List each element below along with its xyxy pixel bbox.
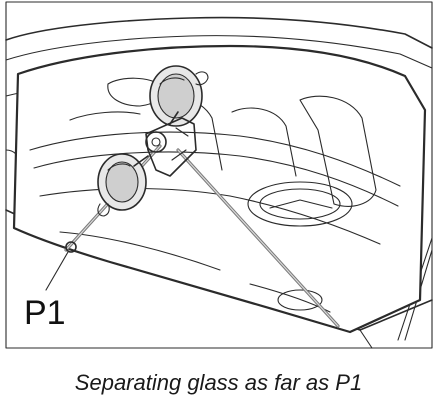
- illustration-frame: [5, 1, 433, 349]
- vehicle-interior: [29, 77, 401, 313]
- windshield-glass: [12, 44, 427, 334]
- point-p1-marker: P1: [24, 241, 77, 332]
- winder-housing: [145, 117, 197, 177]
- point-p1-label: P1: [24, 294, 66, 332]
- figure-caption: Separating glass as far as P1: [74, 370, 363, 395]
- suction-cup-tool: [97, 65, 209, 217]
